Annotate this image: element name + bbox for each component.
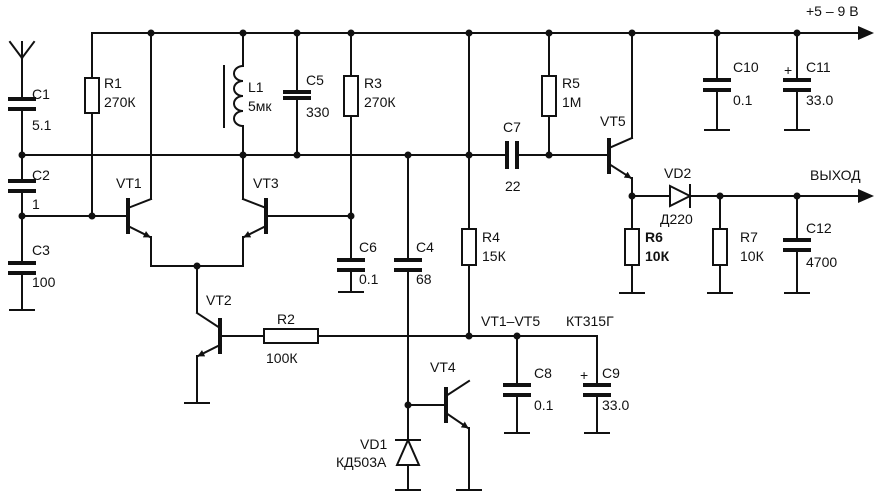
label-c12: C12 xyxy=(806,220,832,236)
value-r7: 10К xyxy=(740,248,765,264)
resistor-r1: R1 270К xyxy=(84,75,136,114)
transistor-type: КТ315Г xyxy=(566,313,614,329)
capacitor-c6: C6 0.1 xyxy=(337,239,379,287)
capacitor-c11: + C11 33.0 xyxy=(783,59,833,108)
resistor-r6: R6 10К xyxy=(624,228,670,266)
label-c4: C4 xyxy=(416,239,434,255)
output-label: ВЫХОД xyxy=(810,167,861,183)
capacitor-c9: + C9 33.0 xyxy=(580,365,629,413)
label-c2: C2 xyxy=(32,167,50,183)
label-vt2: VT2 xyxy=(206,292,232,308)
value-c6: 0.1 xyxy=(359,271,379,287)
label-c11: C11 xyxy=(806,59,831,75)
junction-dots xyxy=(18,29,801,409)
diode-vd2: VD2 Д220 xyxy=(660,165,693,227)
transistor-vt5: VT5 xyxy=(600,113,634,180)
label-l1: L1 xyxy=(248,79,264,95)
label-r4: R4 xyxy=(482,229,500,245)
label-vt5: VT5 xyxy=(600,113,626,129)
label-c10: C10 xyxy=(733,59,759,75)
resistor-r2: R2 100К xyxy=(263,311,319,366)
polarity-c9: + xyxy=(580,367,588,383)
label-c1: C1 xyxy=(32,86,50,102)
capacitor-c5: C5 330 xyxy=(283,72,330,120)
value-r3: 270К xyxy=(364,94,396,110)
resistor-r7: R7 10К xyxy=(712,228,765,266)
label-vt3: VT3 xyxy=(253,175,279,191)
label-r7: R7 xyxy=(740,229,758,245)
supply-label: +5 – 9 В xyxy=(806,3,859,19)
inductor-l1: L1 5мк xyxy=(223,64,272,128)
value-r1: 270К xyxy=(104,94,136,110)
label-c7: C7 xyxy=(503,119,521,135)
value-c8: 0.1 xyxy=(534,397,554,413)
capacitor-c4: C4 68 xyxy=(394,239,434,287)
value-r2: 100К xyxy=(266,350,298,366)
capacitor-c1: C1 5.1 xyxy=(8,86,52,133)
label-c6: C6 xyxy=(359,239,377,255)
polarity-c11: + xyxy=(784,62,792,78)
value-c9: 33.0 xyxy=(602,397,629,413)
value-c4: 68 xyxy=(416,271,432,287)
label-vt4: VT4 xyxy=(430,359,456,375)
value-c3: 100 xyxy=(32,274,56,290)
value-vd1: КД503А xyxy=(336,454,387,470)
label-r3: R3 xyxy=(364,75,382,91)
value-vd2: Д220 xyxy=(660,211,693,227)
transistor-vt3: VT3 xyxy=(241,175,279,239)
transistor-vt1: VT1 xyxy=(116,175,153,239)
label-c5: C5 xyxy=(306,72,324,88)
value-c11: 33.0 xyxy=(806,92,833,108)
value-r4: 15К xyxy=(482,248,507,264)
value-c10: 0.1 xyxy=(733,92,753,108)
transistor-vt4: VT4 xyxy=(430,359,471,430)
label-c9: C9 xyxy=(602,365,620,381)
antenna-icon xyxy=(8,40,36,69)
value-c2: 1 xyxy=(32,196,40,212)
value-r6: 10К xyxy=(645,248,670,264)
transistor-vt2: VT2 xyxy=(195,292,232,358)
value-c7: 22 xyxy=(505,178,521,194)
label-vd2: VD2 xyxy=(664,165,691,181)
resistor-r4: R4 15К xyxy=(461,228,507,266)
capacitor-c2: C2 1 xyxy=(8,167,50,212)
resistor-r3: R3 270К xyxy=(343,75,396,117)
capacitor-c3: C3 100 xyxy=(8,242,56,290)
label-c3: C3 xyxy=(32,242,50,258)
label-vd1: VD1 xyxy=(360,436,387,452)
capacitor-c12: C12 4700 xyxy=(783,220,837,270)
label-c8: C8 xyxy=(534,365,552,381)
wires xyxy=(9,26,874,491)
value-l1: 5мк xyxy=(248,98,272,114)
label-r6: R6 xyxy=(645,229,663,245)
value-c1: 5.1 xyxy=(32,117,52,133)
label-r2: R2 xyxy=(277,311,295,327)
value-c12: 4700 xyxy=(806,254,837,270)
diode-vd1: VD1 КД503А xyxy=(336,436,421,470)
label-vt1: VT1 xyxy=(116,175,142,191)
label-r5: R5 xyxy=(562,75,580,91)
transistor-type-label: VT1–VT5 xyxy=(481,313,540,329)
capacitor-c10: C10 0.1 xyxy=(703,59,759,108)
resistor-r5: R5 1М xyxy=(541,75,581,117)
capacitor-c8: C8 0.1 xyxy=(503,365,554,413)
value-r5: 1М xyxy=(562,94,581,110)
value-c5: 330 xyxy=(306,104,330,120)
label-r1: R1 xyxy=(104,75,122,91)
capacitor-c7: C7 22 xyxy=(503,119,521,194)
